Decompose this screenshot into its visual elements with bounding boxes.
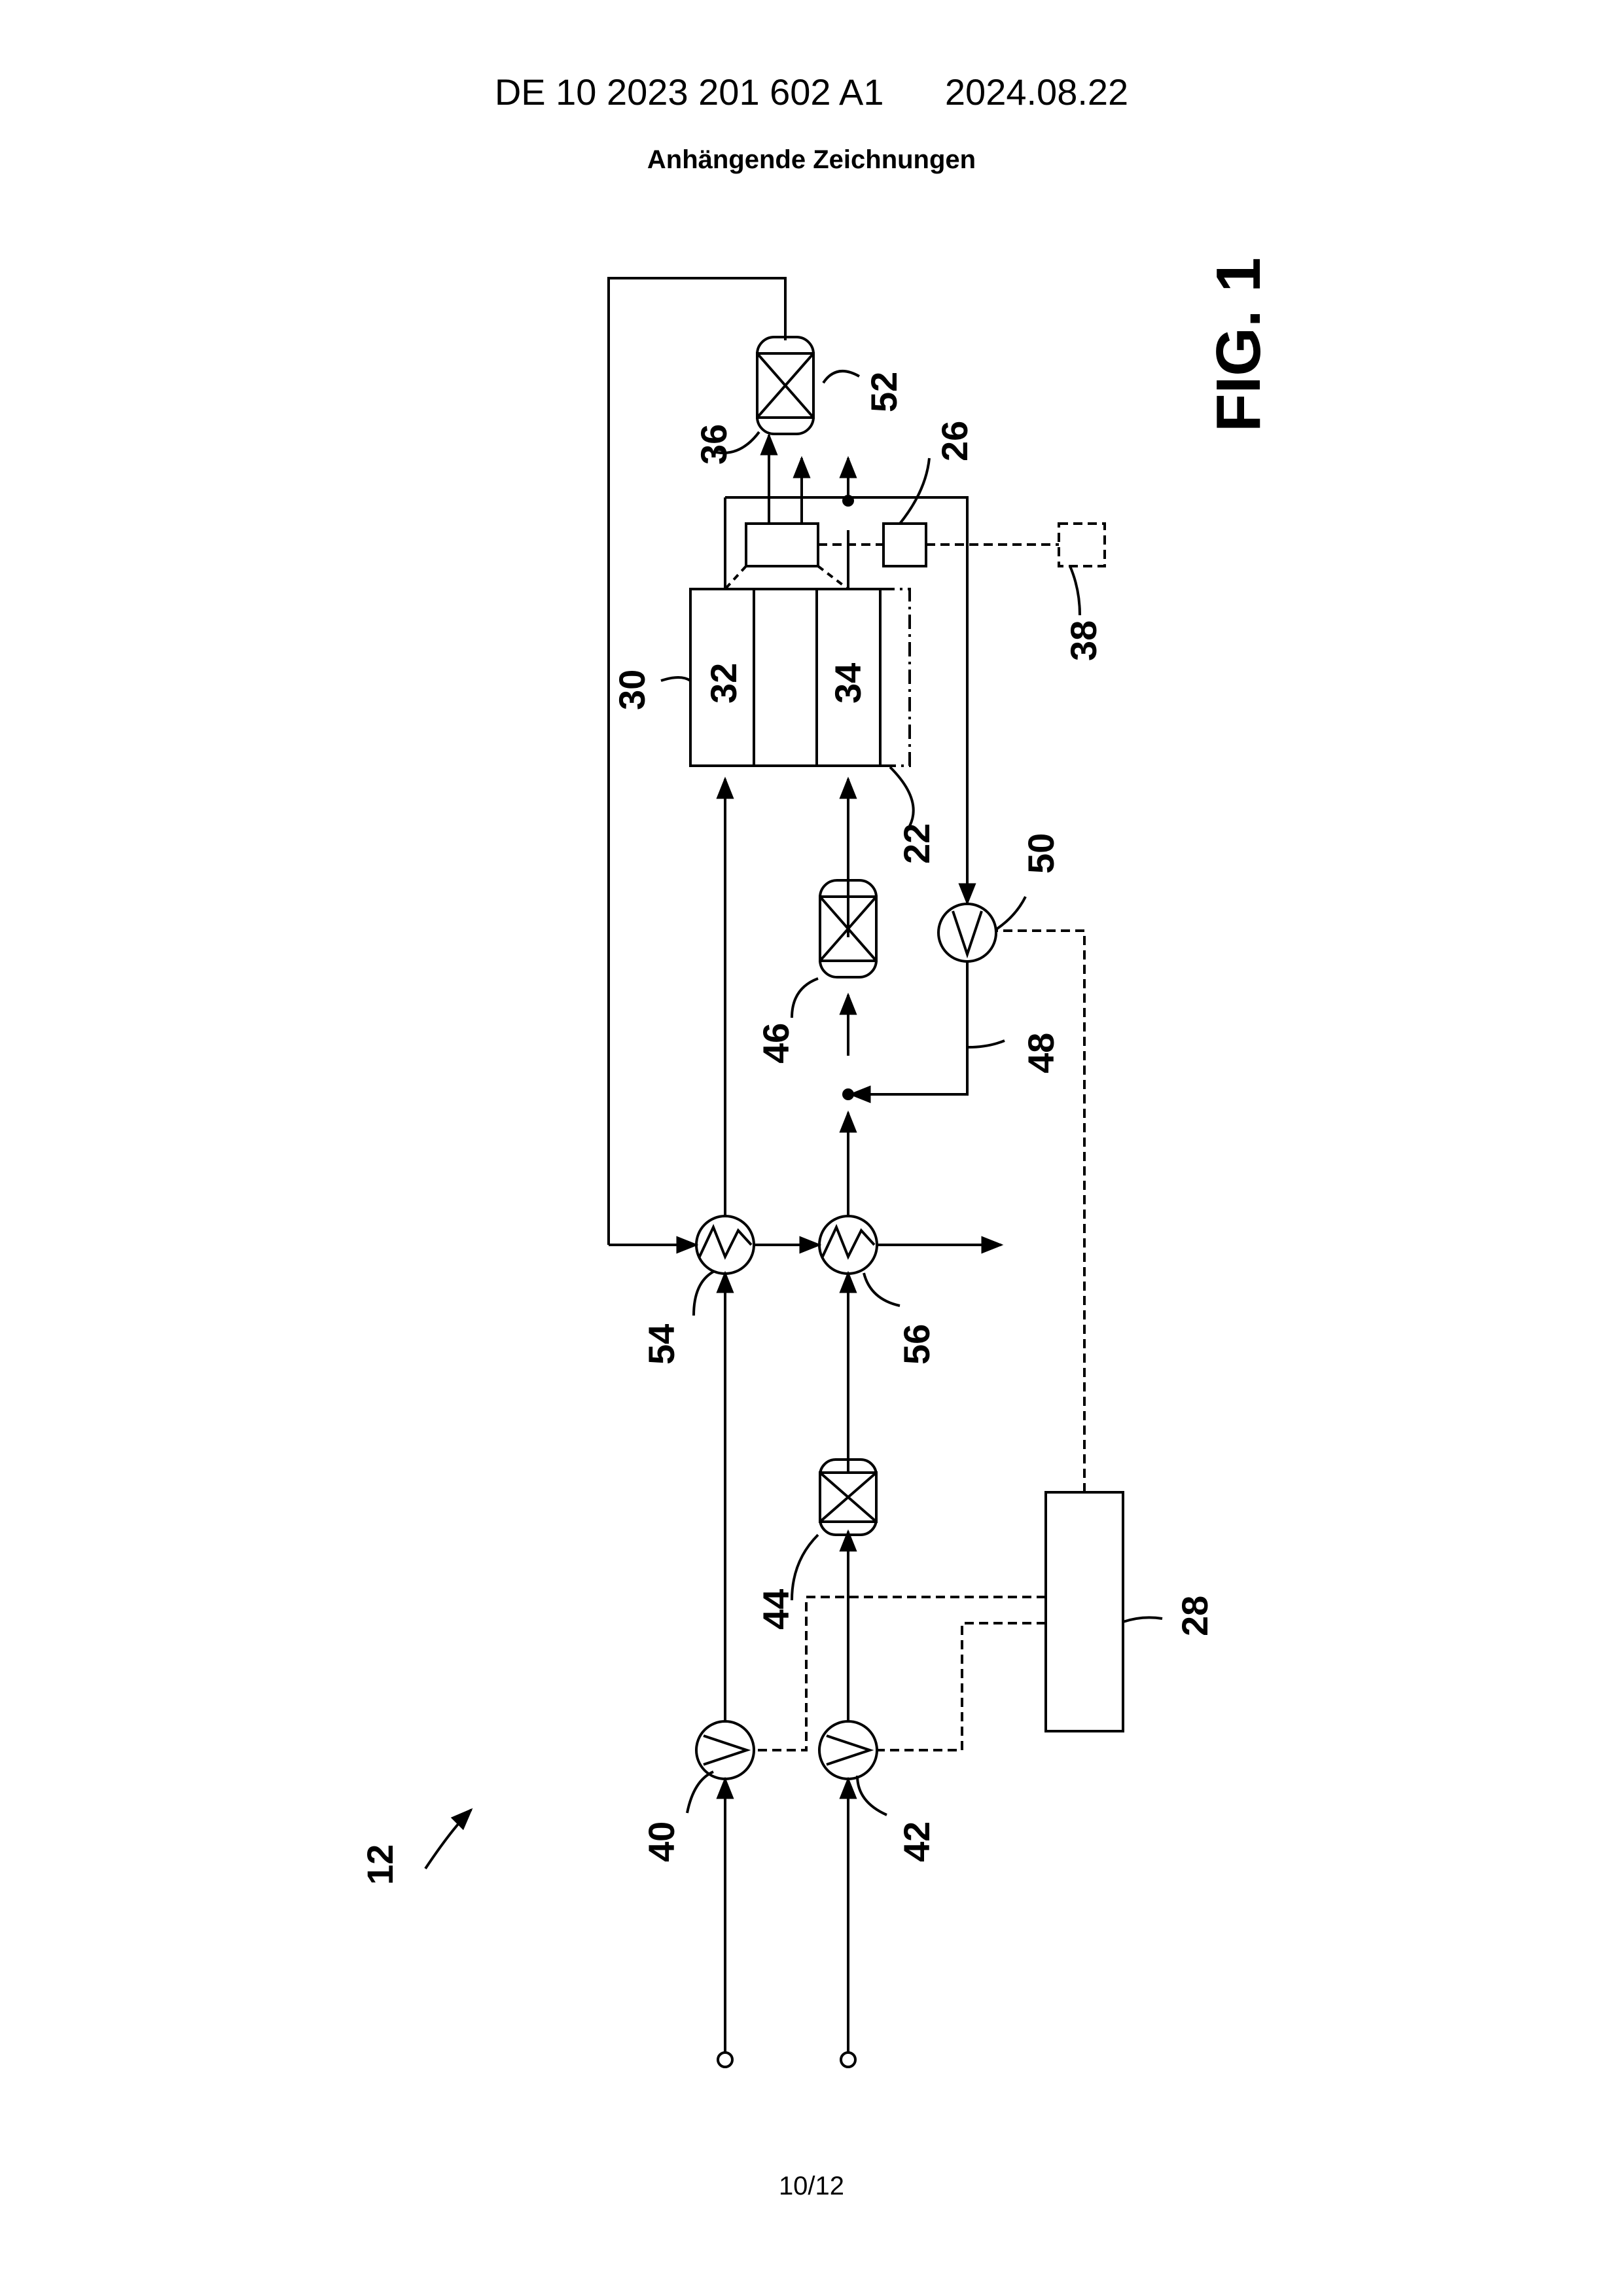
label-36: 36 [693, 424, 734, 465]
label-44: 44 [755, 1589, 796, 1630]
separator-36 [746, 524, 818, 566]
label-12: 12 [359, 1844, 401, 1885]
inlet-port-1 [718, 2053, 732, 2067]
label-30: 30 [611, 670, 652, 710]
figure-title: FIG. 1 [1204, 257, 1274, 432]
label-54: 54 [641, 1324, 682, 1365]
heat-exchanger-54-icon [696, 1216, 754, 1274]
label-34: 34 [827, 663, 868, 704]
label-48: 48 [1020, 1033, 1061, 1073]
label-38: 38 [1063, 620, 1104, 661]
sensor-26 [883, 524, 926, 566]
page-number: 10/12 [0, 2172, 1623, 2201]
label-32: 32 [703, 663, 744, 704]
label-42: 42 [896, 1821, 937, 1862]
inlet-port-2 [841, 2053, 855, 2067]
label-46: 46 [755, 1023, 796, 1064]
heat-exchanger-56-icon [819, 1216, 877, 1274]
label-52: 52 [863, 372, 904, 412]
label-26: 26 [934, 421, 975, 461]
control-unit-28 [1046, 1492, 1123, 1731]
label-56: 56 [896, 1324, 937, 1365]
label-28: 28 [1174, 1596, 1215, 1636]
filter-52-icon [757, 337, 813, 434]
label-50: 50 [1020, 833, 1061, 874]
label-40: 40 [641, 1821, 682, 1862]
external-unit-38 [1059, 524, 1105, 566]
label-22: 22 [896, 823, 937, 864]
